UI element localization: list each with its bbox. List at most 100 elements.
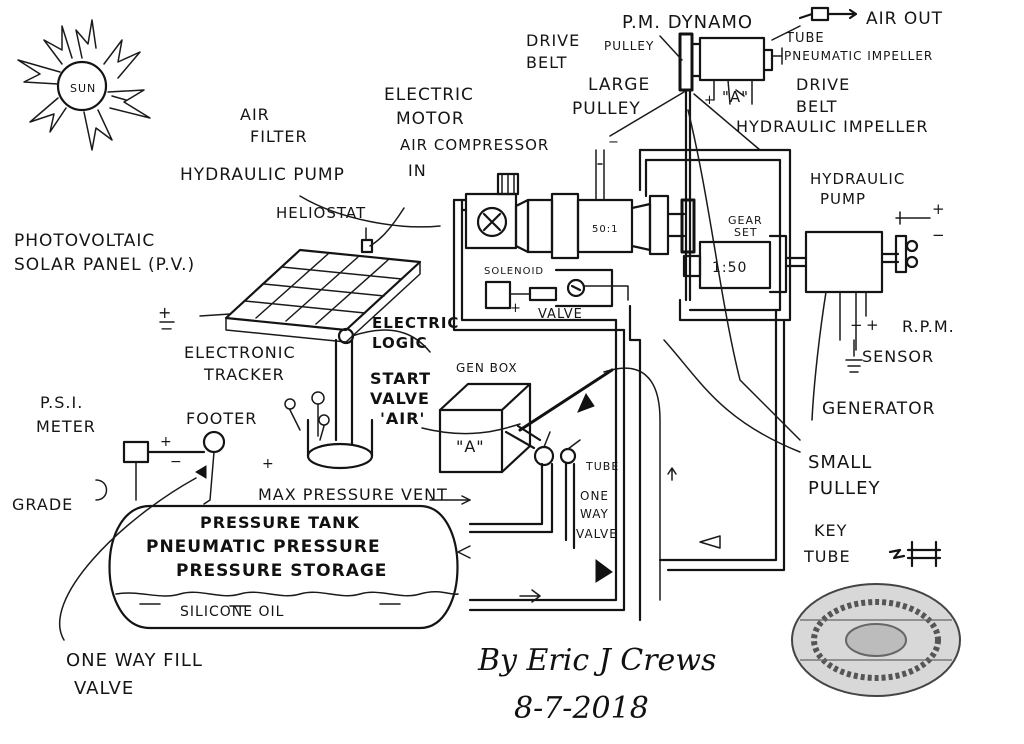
max-pressure-vent-label: MAX PRESSURE VENT — [258, 485, 448, 504]
sun-icon: SUN — [17, 19, 151, 151]
svg-text:+: + — [158, 303, 172, 322]
drive-belt-right-label-2: BELT — [796, 97, 838, 116]
psi-label: P.S.I. — [40, 393, 83, 412]
tank-title: PRESSURE TANK — [200, 513, 360, 532]
fill-valve-line — [58, 477, 197, 641]
tank-storage-label: PRESSURE STORAGE — [176, 561, 387, 581]
pulley-top-label: PULLEY — [604, 39, 654, 53]
psi-meter — [122, 430, 226, 505]
electric-logic-label: ELECTRIC — [372, 314, 459, 332]
drive-belt-left-label-2: BELT — [526, 53, 568, 72]
main-vertical-pipes — [468, 318, 626, 612]
motor-leads — [595, 149, 605, 201]
start-valve-wire — [421, 423, 521, 435]
heliostat-leader — [369, 207, 405, 247]
stamp-seal — [791, 583, 961, 697]
polarity-marks: + − + − + + + − + − + − — [158, 93, 946, 472]
grade-label: GRADE — [12, 495, 73, 514]
footer-label: FOOTER — [186, 409, 257, 428]
electronic-tracker-label-2: TRACKER — [203, 365, 285, 384]
electric-motor-label: ELECTRIC — [384, 85, 474, 105]
svg-text:−: − — [932, 226, 946, 244]
air-filter-label-2: FILTER — [250, 127, 308, 146]
air-filter-label: AIR — [240, 105, 270, 124]
way-label: WAY — [580, 507, 609, 521]
flowers-decoration — [284, 391, 330, 441]
start-valve-label-3: 'AIR' — [380, 409, 425, 428]
tank-feed-line — [468, 462, 554, 534]
generator-label: GENERATOR — [822, 399, 935, 419]
check-valve-arrow — [577, 392, 595, 413]
signature-date: 8-7-2018 — [514, 691, 649, 726]
pm-dynamo-label: P.M. DYNAMO — [622, 12, 753, 33]
gen-box: "A" — [438, 382, 532, 474]
hydraulic-loop-outer — [638, 148, 792, 322]
small-pulley-belt — [687, 109, 801, 441]
rpm-label: R.P.M. — [902, 317, 955, 336]
electronic-tracker-label: ELECTRONIC — [184, 343, 296, 362]
start-valve-label: START — [370, 369, 431, 388]
hydraulic-impeller-label: HYDRAULIC IMPELLER — [736, 117, 928, 136]
air-out-label: AIR OUT — [866, 9, 943, 29]
air-out-arrow — [798, 8, 858, 20]
drive-a-label: "A" — [722, 88, 749, 106]
pm-dynamo — [678, 25, 801, 105]
hydraulic-loop-inner — [644, 158, 782, 312]
hydraulic-pump-left-label: HYDRAULIC PUMP — [180, 165, 345, 185]
air-compressor — [464, 172, 520, 250]
electric-motor — [514, 192, 580, 260]
large-pulley-label: LARGE — [588, 75, 650, 95]
gear-set: 1:50 — [682, 234, 788, 294]
vent-arrow — [461, 495, 471, 505]
drive-shaft — [684, 88, 692, 302]
ratio-50-label: 50:1 — [592, 224, 618, 235]
fill-valve-label: ONE WAY FILL — [66, 650, 203, 671]
hydraulic-pump-right-label-2: PUMP — [820, 190, 866, 208]
pipe-diagonal — [518, 368, 614, 432]
hydraulic-pump-right-label: HYDRAULIC — [810, 170, 905, 188]
meter-label: METER — [36, 417, 96, 436]
tube-top-label: TUBE — [785, 31, 825, 46]
oil-flow-arrow — [519, 589, 541, 603]
small-pulley-belt-2 — [663, 339, 801, 453]
svg-text:−: − — [850, 316, 864, 334]
one-way-label: ONE — [580, 489, 609, 503]
tank-inlet-arrow — [457, 545, 471, 559]
tube-key-label: TUBE — [803, 547, 851, 566]
tube-mid-label: TUBE — [585, 460, 619, 473]
large-pulley-label-2: PULLEY — [572, 99, 641, 119]
drive-belt — [609, 35, 761, 151]
solenoid-valve — [484, 268, 629, 310]
air-out-fitting — [810, 6, 830, 22]
electric-motor-label-2: MOTOR — [396, 109, 465, 129]
key-label: KEY — [814, 521, 847, 540]
pneumatic-impeller-label: PNEUMATIC IMPELLER — [784, 49, 933, 63]
svg-text:+: + — [262, 456, 275, 472]
solenoid-label: SOLENOID — [484, 266, 544, 277]
right-return-pipe — [658, 308, 786, 572]
pv-leads — [159, 313, 231, 323]
air-compressor-label: AIR COMPRESSOR — [400, 136, 549, 154]
drive-belt-right-label: DRIVE — [796, 75, 850, 94]
tank-subtitle: PNEUMATIC PRESSURE — [146, 537, 381, 557]
ratio-150-label: 1:50 — [712, 260, 747, 276]
svg-text:−: − — [608, 135, 620, 150]
logic-wire — [351, 329, 431, 353]
svg-text:+: + — [932, 200, 946, 218]
coupling — [630, 202, 652, 252]
svg-text:−: − — [160, 319, 174, 338]
hydraulic-pump-leader — [299, 195, 441, 228]
secondary-pipe — [628, 304, 642, 622]
sun-label: SUN — [70, 82, 96, 95]
valve-lower-label: VALVE — [576, 527, 618, 541]
left-loop — [452, 198, 626, 332]
loop-risers — [638, 148, 648, 198]
return-line-a — [603, 367, 661, 601]
sensor-label: SENSOR — [862, 347, 934, 366]
hydraulic-impeller — [680, 198, 696, 254]
signature: By Eric J Crews — [477, 643, 716, 678]
svg-text:+: + — [704, 93, 716, 108]
large-pulley — [648, 194, 670, 256]
gear-set-label: GEAR — [728, 214, 763, 227]
